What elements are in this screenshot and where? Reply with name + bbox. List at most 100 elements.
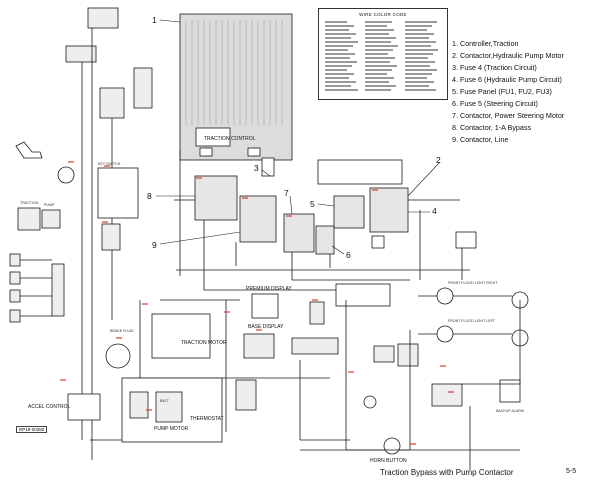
wire-color-row — [405, 37, 429, 39]
wire-color-row — [405, 57, 428, 59]
component-legend: 1. Controller,Traction 2. Contactor,Hydr… — [452, 38, 597, 146]
wire-color-row — [365, 89, 391, 91]
callout-1: 1 — [152, 15, 157, 25]
fuse-panel — [333, 195, 365, 229]
callout-6: 6 — [346, 250, 351, 260]
wire-color-row — [365, 61, 390, 63]
wire-color-row — [405, 33, 434, 35]
callout-7: 7 — [284, 188, 289, 198]
wire-color-row — [405, 89, 436, 91]
wire-color-row — [405, 45, 431, 47]
label-thermostat: THERMOSTAT — [190, 416, 224, 422]
wire-color-code-title: WIRE COLOR CODE — [359, 12, 407, 17]
wire-color-row — [365, 25, 387, 27]
wire-color-row — [325, 21, 347, 23]
label-pump-switch: PUMP — [44, 203, 55, 207]
legend-item: 2. Contactor,Hydraulic Pump Motor — [452, 51, 564, 60]
wire-color-row — [325, 65, 352, 67]
callout-8: 8 — [147, 191, 152, 201]
label-traction-motor: TRACTION MOTOR — [181, 340, 227, 346]
wire-color-row — [365, 77, 394, 79]
base-display — [243, 333, 275, 359]
wire-color-row — [365, 53, 388, 55]
connector-top — [87, 7, 119, 29]
wire-color-row — [405, 21, 437, 23]
label-traction-control: TRACTION CONTROL — [204, 136, 256, 142]
wire-color-row — [365, 41, 391, 43]
legend-item: 1. Controller,Traction — [452, 39, 519, 48]
wire-color-row — [325, 89, 358, 91]
wire-color-row — [325, 77, 349, 79]
legend-item: 3. Fuse 4 (Traction Circuit) — [452, 63, 537, 72]
legend-item: 8. Contactor, 1-A Bypass — [452, 123, 532, 132]
wire-color-row — [325, 45, 353, 47]
wire-color-row — [325, 33, 356, 35]
callout-4: 4 — [432, 206, 437, 216]
wire-color-row — [405, 65, 430, 67]
callout-2: 2 — [436, 155, 441, 165]
label-batt: BATT — [160, 399, 170, 403]
wire-color-row — [325, 53, 355, 55]
wire-color-row — [325, 49, 348, 51]
label-key-switch: KEY SWITCH — [98, 162, 121, 166]
wire-color-row — [325, 73, 354, 75]
wire-color-row — [325, 29, 349, 31]
callout-3: 3 — [254, 163, 259, 173]
page-number: 5-5 — [566, 468, 577, 475]
label-horn-button: HORN BUTTON — [370, 458, 407, 464]
wire-color-row — [365, 37, 396, 39]
wire-color-row — [365, 69, 392, 71]
wire-color-code-rows — [323, 21, 443, 95]
wire-color-row — [365, 85, 396, 87]
wire-color-row — [365, 73, 387, 75]
wire-color-row — [325, 61, 357, 63]
label-pump-motor: PUMP MOTOR — [154, 426, 189, 432]
wire-color-row — [405, 29, 427, 31]
wire-color-row — [405, 49, 438, 51]
label-brake-fluid: BRAKE FLUID — [110, 329, 134, 333]
legend-item: 9. Contactor, Line — [452, 135, 509, 144]
wire-color-row — [365, 29, 394, 31]
legend-item: 7. Contactor, Power Steering Motor — [452, 111, 565, 120]
wire-color-row — [405, 81, 434, 83]
wire-color-row — [365, 49, 393, 51]
wire-color-row — [325, 69, 347, 71]
diagram-caption: Traction Bypass with Pump Contactor — [380, 468, 514, 477]
wire-color-row — [325, 37, 351, 39]
traction-motor — [151, 313, 211, 359]
wire-color-row — [365, 21, 392, 23]
label-front-flood-right: FRONT FLOOD LIGHT RIGHT — [448, 281, 498, 285]
wire-color-row — [405, 85, 429, 87]
label-front-flood-left: FRONT FLOOD LIGHT LEFT — [448, 319, 496, 323]
wire-color-row — [405, 41, 436, 43]
callout-5: 5 — [310, 199, 315, 209]
wire-color-row — [325, 81, 356, 83]
wire-color-row — [405, 69, 437, 71]
wire-color-row — [365, 33, 389, 35]
wire-color-row — [325, 57, 350, 59]
label-accel-control: ACCEL CONTROL — [28, 404, 71, 410]
contactor-pump-motor — [369, 187, 409, 233]
wire-color-row — [365, 81, 389, 83]
figure-id: RP19-00380 — [16, 426, 48, 433]
wire-color-row — [405, 73, 432, 75]
wire-color-row — [325, 41, 358, 43]
wire-color-row — [405, 77, 427, 79]
legend-item: 5. Fuse Panel (FU1, FU2, FU3) — [452, 87, 552, 96]
legend-item: 6. Fuse 5 (Steering Circuit) — [452, 99, 538, 108]
label-backup-alarm: BACKUP ALARM — [496, 409, 524, 413]
wire-color-row — [405, 61, 435, 63]
callout-9: 9 — [152, 240, 157, 250]
fuse-steering — [315, 225, 335, 255]
wire-color-row — [325, 85, 351, 87]
contactor-power-steering — [283, 213, 315, 253]
label-base-display: BASE DISPLAY — [248, 324, 284, 330]
contactor-1a-bypass — [194, 175, 238, 221]
wire-color-row — [405, 25, 432, 27]
label-premium-display: PREMIUM DISPLAY — [246, 286, 292, 292]
wire-color-code-table: WIRE COLOR CODE — [318, 8, 448, 100]
wire-color-row — [365, 57, 395, 59]
label-traction-switch: TRACTION — [20, 201, 39, 205]
wire-color-row — [365, 45, 398, 47]
